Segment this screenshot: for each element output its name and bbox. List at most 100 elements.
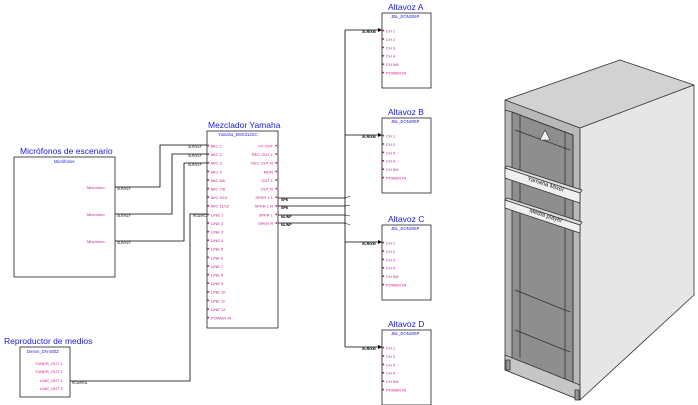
port-dot <box>207 179 210 181</box>
port-dot <box>382 160 385 162</box>
speaker-subtitle: JBL_EON206P <box>391 226 420 231</box>
port-dot <box>207 153 210 155</box>
port-dot <box>382 388 385 391</box>
speaker-port: CH 4 <box>386 159 396 164</box>
port-dot <box>207 196 210 198</box>
speaker-port: CH 4 <box>386 266 396 271</box>
mixer-input-port: LINE 7 <box>211 264 224 269</box>
port-dot <box>382 380 385 382</box>
port-dot <box>207 205 210 207</box>
speaker-port: CH 3 <box>386 257 396 262</box>
mixer-input-port: MIC 2 <box>211 152 222 157</box>
mixer-output-port: SPKR R <box>258 221 273 226</box>
port-dot <box>275 162 278 164</box>
speaker-port: CH 2 <box>386 249 396 254</box>
mixer-output-port: SPKR 1 L <box>255 195 273 200</box>
port-dot <box>275 213 278 216</box>
speaker-port: POWER IN <box>386 388 406 393</box>
player-block: Reproductor de medios Denon_DN-300Z TUNE… <box>4 336 92 398</box>
wire-label: XLR/XLF <box>188 154 202 158</box>
port-dot <box>382 372 385 374</box>
port-label: TUNER_OUT 2 <box>35 369 63 374</box>
port-dot <box>382 275 385 277</box>
mixer-output-port: REC OUT L <box>252 152 274 157</box>
port-dot <box>207 316 210 319</box>
port-dot <box>382 38 385 40</box>
mics-box <box>13 156 116 278</box>
mixer-input-port: LINE 3 <box>211 230 224 235</box>
mixer-input-port: LINE 2 <box>211 221 224 226</box>
mixer-output-port: MON <box>264 169 273 174</box>
speaker-port: CH 1 <box>386 134 396 139</box>
wire-labels: XLR/XLF XLR/XLF XLR/XLF RCA/RCA XLR/XLF … <box>72 30 376 385</box>
port-label: Micrófono <box>87 212 105 217</box>
speaker-box <box>381 117 432 194</box>
mixer-input-port: LINE 8 <box>211 273 224 278</box>
mixer-output-port: OUT L <box>261 178 273 183</box>
port-dot <box>207 308 210 310</box>
speaker-subtitle: JBL_EON206P <box>391 331 420 336</box>
mixer-input-port: MIC 5/6 <box>211 178 226 183</box>
mixer-output-port: REC OUT R <box>251 161 273 166</box>
speaker-title: Altavoz C <box>388 214 424 224</box>
speaker-port: CH 1 <box>386 29 396 34</box>
mixer-subtitle: Yamaha_EMX312SC <box>218 132 258 137</box>
port-dot <box>382 250 385 252</box>
wire-label: XLR/XLF <box>117 241 131 245</box>
wire-mic-2 <box>115 153 207 215</box>
port-dot <box>382 267 385 269</box>
speaker-box <box>381 224 432 301</box>
port-dot <box>275 196 278 198</box>
mixer-input-port: LINE 11 <box>211 298 226 303</box>
player-subtitle: Denon_DN-300Z <box>27 349 59 354</box>
port-dot <box>382 151 385 154</box>
speaker-port: CH 4 <box>386 54 396 59</box>
port-dot <box>382 168 385 170</box>
port-dot <box>275 170 278 173</box>
speaker-port: CH 3 <box>386 45 396 50</box>
mixer-input-port: LINE 6 <box>211 255 224 260</box>
mixer-input-port: MIC 11/12 <box>211 204 230 209</box>
port-dot <box>382 55 385 57</box>
port-dot <box>275 179 278 181</box>
wire-mic-3 <box>115 162 207 242</box>
port-dot <box>207 187 210 190</box>
mixer-input-port: MIC 1 <box>211 144 222 149</box>
mixer-input-port: POWER IN <box>211 316 231 321</box>
port-dot <box>275 187 278 190</box>
mixer-block: Mezclador Yamaha Yamaha_EMX312SC MIC 1MI… <box>206 120 281 329</box>
wire-label: XLR/XLF <box>117 214 131 218</box>
port-dot <box>382 143 385 145</box>
connection-wires <box>70 29 382 382</box>
port-dot <box>207 291 210 293</box>
speaker-title: Altavoz B <box>388 107 424 117</box>
speaker-port: POWER IN <box>386 283 406 288</box>
wire-label: XLR/XM <box>362 242 376 246</box>
port-dot <box>275 205 278 207</box>
speaker-port: CH 1 <box>386 346 396 351</box>
port-label: Micrófono <box>87 185 105 190</box>
port-dot <box>207 162 210 164</box>
port-dot <box>207 299 210 302</box>
port-dot <box>207 273 210 276</box>
mics-block: Micrófonos de escenario Micrófonos Micró… <box>13 146 116 278</box>
mixer-input-port: MIC 3 <box>211 161 222 166</box>
port-label: LINE_OUT 2 <box>40 386 64 391</box>
port-dot <box>382 363 385 366</box>
wire-label: RCA/RCA <box>72 381 88 385</box>
port-dot <box>207 265 210 267</box>
port-dot <box>207 213 210 216</box>
speaker-port: POWER IN <box>386 176 406 181</box>
port-dot <box>382 46 385 49</box>
port-dot <box>382 346 385 349</box>
port-dot <box>382 63 385 65</box>
mixer-input-port: LINE 10 <box>211 290 226 295</box>
port-dot <box>207 256 210 259</box>
speaker-port: CH 3 <box>386 362 396 367</box>
speaker-box <box>381 329 432 405</box>
port-dot <box>382 29 385 32</box>
